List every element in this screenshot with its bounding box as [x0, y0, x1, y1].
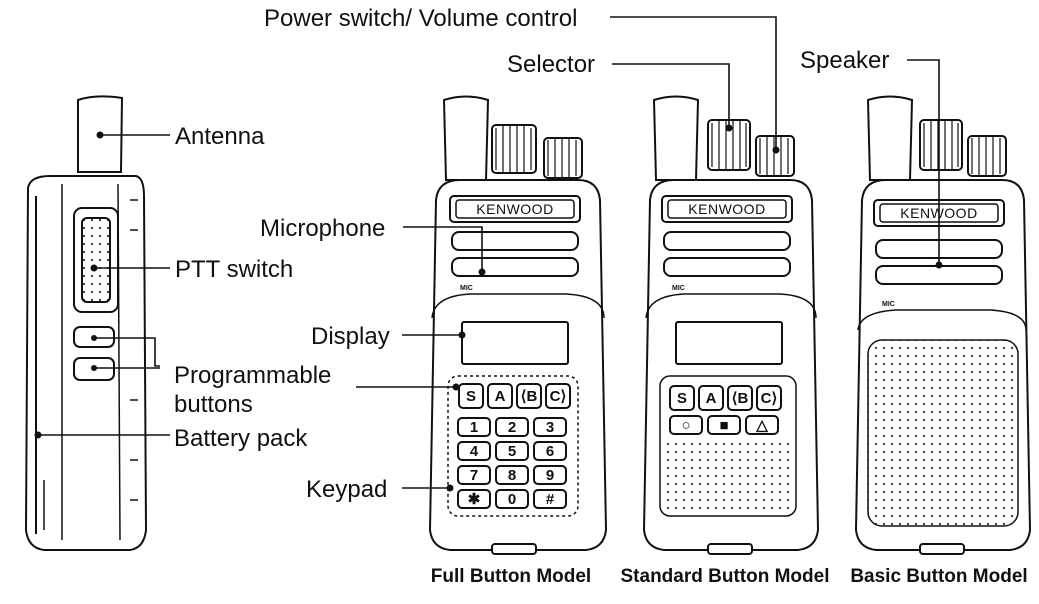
full-numeric-key[interactable]: ✱	[457, 489, 491, 509]
speaker-leader	[907, 59, 940, 265]
label-antenna: Antenna	[175, 123, 265, 150]
label-programmable-2: buttons	[174, 391, 253, 418]
full-numeric-key[interactable]: 7	[457, 465, 491, 485]
label-programmable-1: Programmable	[174, 362, 331, 389]
full-function-key[interactable]: S	[458, 383, 484, 409]
programmable-leader	[94, 337, 160, 369]
standard-extra-key-label: ■	[719, 417, 728, 434]
full-function-key[interactable]: ⟨B	[516, 383, 542, 409]
standard-extra-key-label: ○	[681, 417, 690, 434]
full-function-key-label: A	[495, 388, 506, 405]
full-function-key-label: ⟨B	[521, 388, 538, 405]
full-numeric-key[interactable]: 8	[495, 465, 529, 485]
full-numeric-key-label: 8	[508, 467, 516, 484]
basic-mic-text: MIC	[882, 301, 895, 308]
standard-keypad: S A ⟨B C⟩ ○ ■ △	[669, 385, 782, 435]
caption-basic-model: Basic Button Model	[850, 566, 1027, 587]
full-numeric-key[interactable]: 3	[533, 417, 567, 437]
full-numeric-key[interactable]: 1	[457, 417, 491, 437]
label-battery-pack: Battery pack	[174, 425, 308, 452]
standard-extra-key[interactable]: ■	[707, 415, 741, 435]
basic-button-radio	[854, 95, 1032, 555]
standard-extra-key-label: △	[755, 417, 768, 434]
standard-function-key[interactable]: ⟨B	[727, 385, 753, 411]
label-speaker: Speaker	[800, 47, 889, 74]
full-numeric-key[interactable]: 6	[533, 441, 567, 461]
full-numeric-key-label: 4	[470, 443, 479, 460]
full-numeric-key-label: 7	[470, 467, 478, 484]
full-numeric-key-label: #	[546, 491, 555, 508]
full-mic-text: MIC	[460, 285, 473, 292]
full-numeric-key-label: 6	[546, 443, 554, 460]
full-brand-logo: KENWOOD	[476, 201, 553, 217]
standard-function-key[interactable]: C⟩	[756, 385, 782, 411]
callout-dots	[34, 124, 943, 492]
full-numeric-key[interactable]: 9	[533, 465, 567, 485]
full-numeric-key[interactable]: 0	[495, 489, 529, 509]
standard-speaker-grill	[664, 440, 792, 512]
full-display	[461, 321, 569, 365]
standard-display	[675, 321, 783, 365]
selector-leader	[612, 63, 730, 128]
standard-button-radio	[642, 95, 820, 555]
side-view-radio	[24, 95, 148, 551]
basic-volume-knob	[967, 135, 1007, 177]
standard-mic-text: MIC	[672, 285, 685, 292]
label-display: Display	[311, 323, 390, 350]
full-function-key[interactable]: C⟩	[545, 383, 571, 409]
label-microphone: Microphone	[260, 215, 385, 242]
full-antenna	[442, 95, 490, 181]
full-function-key-label: C⟩	[550, 388, 567, 405]
basic-speaker-grill	[867, 339, 1019, 527]
full-numeric-key-label: 5	[508, 443, 516, 460]
label-power-switch: Power switch/ Volume control	[264, 5, 577, 32]
full-numeric-key[interactable]: 5	[495, 441, 529, 461]
full-button-radio	[428, 95, 608, 555]
label-selector: Selector	[507, 51, 595, 78]
label-ptt-switch: PTT switch	[175, 256, 293, 283]
full-volume-knob	[543, 137, 583, 179]
standard-function-key-label: C⟩	[761, 390, 778, 407]
full-numeric-key-label: 3	[546, 419, 554, 436]
basic-selector-knob	[919, 119, 963, 171]
full-numeric-key-label: 2	[508, 419, 516, 436]
full-numeric-key-label: 0	[508, 491, 516, 508]
basic-antenna	[866, 95, 914, 181]
full-numeric-key-label: 1	[470, 419, 478, 436]
standard-extra-key[interactable]: △	[745, 415, 779, 435]
standard-brand-logo: KENWOOD	[688, 201, 765, 217]
callout-lines	[38, 16, 940, 489]
full-function-key[interactable]: A	[487, 383, 513, 409]
standard-volume-knob	[755, 135, 795, 177]
full-numeric-key[interactable]: 2	[495, 417, 529, 437]
power-switch-leader	[610, 16, 777, 150]
standard-extra-key[interactable]: ○	[669, 415, 703, 435]
full-numeric-key[interactable]: 4	[457, 441, 491, 461]
full-function-key-label: S	[466, 388, 476, 405]
label-keypad: Keypad	[306, 476, 387, 503]
microphone-leader	[403, 226, 483, 272]
full-selector-knob	[491, 124, 537, 174]
full-numeric-key-label: 9	[546, 467, 554, 484]
standard-function-key-label: S	[677, 390, 687, 407]
full-numeric-key[interactable]: #	[533, 489, 567, 509]
full-numeric-key-label: ✱	[468, 491, 481, 508]
standard-function-key-label: ⟨B	[732, 390, 749, 407]
standard-function-key[interactable]: A	[698, 385, 724, 411]
full-keypad: S A ⟨B C⟩ 1 2 3 4 5 6 7 8 9 ✱ 0 #	[457, 383, 571, 509]
standard-function-key[interactable]: S	[669, 385, 695, 411]
standard-function-key-label: A	[706, 390, 717, 407]
caption-standard-model: Standard Button Model	[621, 566, 830, 587]
standard-antenna	[652, 95, 700, 181]
caption-full-model: Full Button Model	[431, 566, 591, 587]
